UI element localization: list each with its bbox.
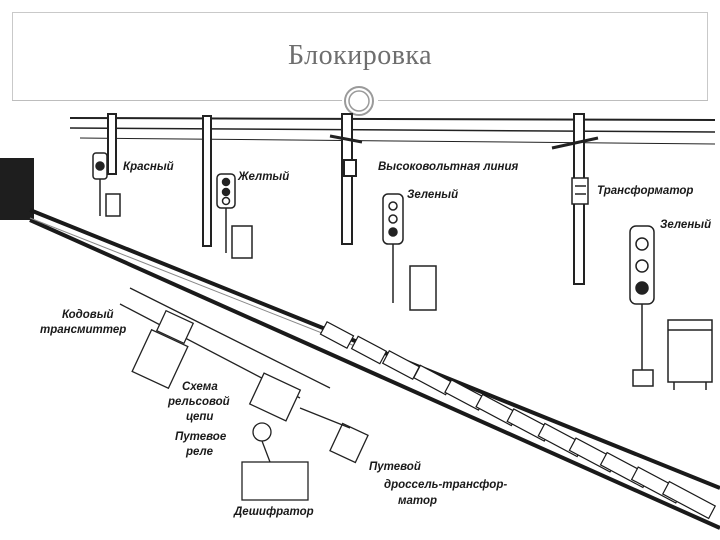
label-track-circuit-line2: рельсовой	[167, 396, 230, 408]
track-circuit-wiring	[119, 287, 369, 501]
label-track-relay-line1: Путевое	[175, 431, 227, 443]
label-code-transmitter-line1: Кодовый	[62, 309, 114, 321]
utility-poles	[107, 113, 599, 285]
tunnel-portal	[0, 158, 34, 220]
signal-green-1	[382, 193, 437, 311]
title-divider-right	[378, 100, 708, 101]
title-divider-left	[12, 100, 342, 101]
label-track-choke-line1: Путевой	[369, 461, 421, 473]
trackside-cabinet	[667, 319, 713, 390]
label-decoder: Дешифратор	[233, 506, 314, 518]
label-transformer: Трансформатор	[597, 185, 693, 197]
title-ornament-icon	[344, 86, 374, 116]
interlocking-diagram: Красный Желтый Высоковольтная линия Зеле…	[0, 113, 720, 530]
slide-title: Блокировка	[287, 40, 433, 71]
label-track-relay-line2: реле	[185, 446, 214, 458]
catenary-wires	[69, 117, 716, 145]
label-track-circuit-line1: Схема	[182, 381, 218, 393]
label-red: Красный	[123, 161, 174, 173]
label-track-choke-line3: матор	[398, 495, 437, 507]
label-green-1: Зеленый	[407, 189, 458, 201]
label-green-2: Зеленый	[660, 219, 711, 231]
signal-yellow	[216, 173, 253, 259]
title-frame	[12, 12, 708, 100]
signal-red	[92, 152, 121, 217]
label-high-voltage-line: Высоковольтная линия	[378, 161, 518, 173]
pole-transformer	[571, 177, 589, 205]
railway-sleepers	[319, 320, 717, 520]
label-yellow: Желтый	[237, 171, 289, 183]
label-track-circuit-line3: цепи	[186, 411, 213, 423]
signal-green-2	[629, 225, 655, 387]
label-code-transmitter-line2: трансмиттер	[40, 324, 126, 336]
label-track-choke-line2: дроссель-трансфор-	[384, 479, 507, 491]
